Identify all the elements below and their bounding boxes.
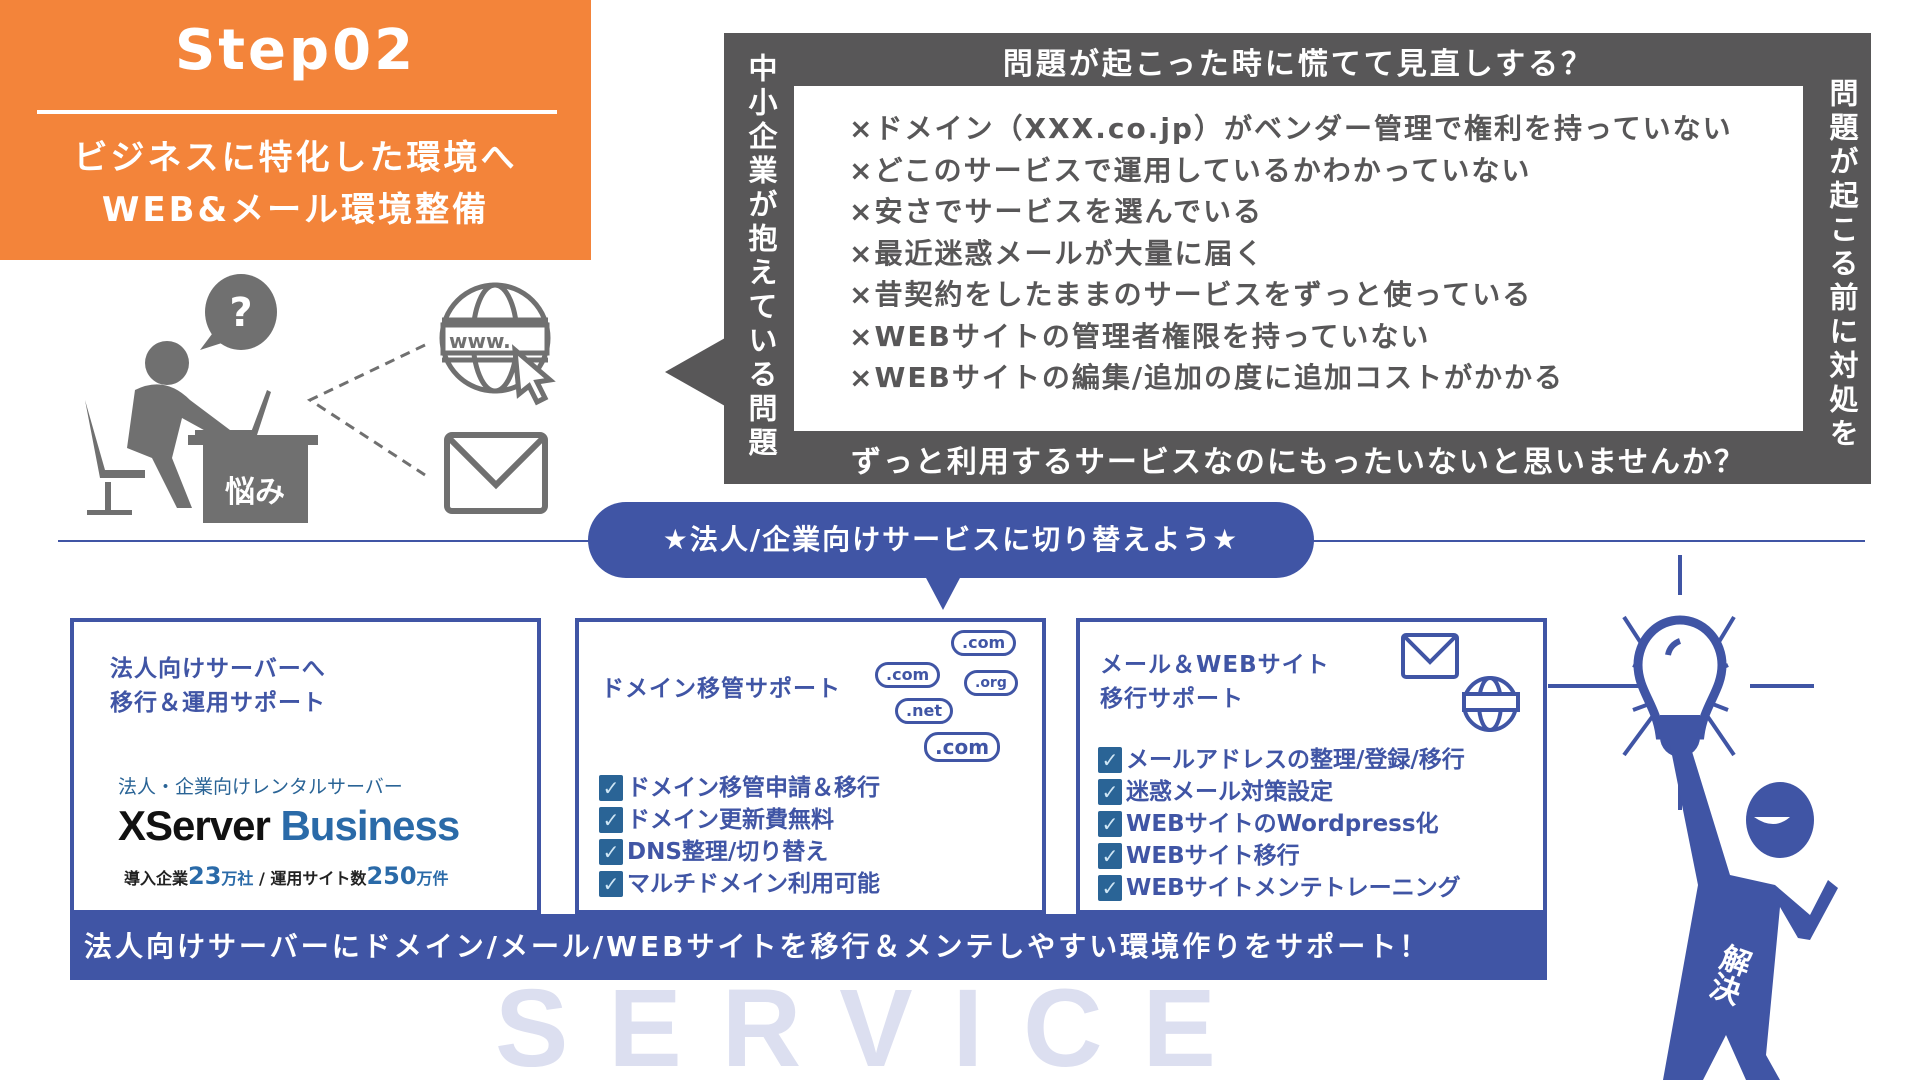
globe-www-icon bbox=[439, 282, 556, 406]
domain-tag: .com bbox=[951, 630, 1017, 656]
stat-unit: 万社 bbox=[221, 869, 254, 888]
list-item: ×WEBサイトの管理者権限を持っていない bbox=[849, 319, 1431, 353]
checklist-text: WEBサイトのWordpress化 bbox=[1126, 811, 1439, 837]
card-title: 法人向けサーバーへ 移行＆運用サポート bbox=[110, 652, 326, 720]
domain-tag: .com bbox=[875, 662, 941, 688]
problems-left-vertical: 中小企業が抱えている問題 bbox=[744, 53, 778, 461]
checkbox-icon: ✓ bbox=[599, 775, 623, 801]
step-subtitle-2: WEB&メール環境整備 bbox=[101, 190, 490, 230]
speech-bubble-icon bbox=[205, 274, 277, 350]
logo-tagline: 法人・企業向けレンタルサーバー bbox=[118, 776, 403, 798]
problems-list: ×ドメイン（XXX.co.jp）がベンダー管理で権利を持っていない ×どこのサー… bbox=[849, 108, 1733, 399]
checklist-text: メールアドレスの整理/登録/移行 bbox=[1126, 747, 1465, 773]
card-title: メール＆WEBサイト 移行サポート bbox=[1100, 648, 1330, 716]
stats-line: 導入企業23万社 / 運用サイト数250万件 bbox=[124, 862, 449, 890]
list-item: ×最近迷惑メールが大量に届く bbox=[849, 236, 1265, 270]
list-item: ×昔契約をしたままのサービスをずっと使っている bbox=[849, 278, 1533, 311]
stat-unit: 万件 bbox=[416, 869, 449, 888]
checkbox-icon: ✓ bbox=[599, 839, 623, 865]
card-title-line: 移行サポート bbox=[1100, 686, 1244, 712]
problems-right-vertical: 問題が起こる前に対処を bbox=[1825, 78, 1859, 452]
callout-pointer bbox=[925, 576, 961, 610]
checklist-text: 迷惑メール対策設定 bbox=[1126, 779, 1333, 805]
list-item: ×WEBサイトの編集/追加の度に追加コストがかかる bbox=[849, 361, 1565, 394]
stat-label: 運用サイト数 bbox=[270, 869, 367, 888]
stat-sites: 250 bbox=[366, 862, 417, 890]
pointer-arrow bbox=[665, 338, 725, 406]
checklist-item: ✓DNS整理/切り替え bbox=[599, 836, 880, 868]
domain-tag: .org bbox=[964, 670, 1018, 696]
problems-panel: 問題が起こった時に慌てて見直しする？ 中小企業が抱えている問題 問題が起こる前に… bbox=[724, 33, 1871, 484]
card-domain-support: ドメイン移管サポート .com .com .org .net .com ✓ドメイ… bbox=[575, 618, 1046, 914]
desk-label: 悩み bbox=[225, 475, 285, 510]
checklist-item: ✓迷惑メール対策設定 bbox=[1098, 776, 1465, 808]
checklist: ✓ドメイン移管申請＆移行 ✓ドメイン更新費無料 ✓DNS整理/切り替え ✓マルチ… bbox=[599, 772, 880, 900]
step-header: Step02 ビジネスに特化した環境へ WEB&メール環境整備 bbox=[0, 0, 591, 260]
divider bbox=[37, 110, 557, 114]
domain-tag: .com bbox=[924, 732, 1001, 762]
list-item: ×ドメイン（XXX.co.jp）がベンダー管理で権利を持っていない bbox=[849, 112, 1733, 145]
card-title-line: 法人向けサーバーへ bbox=[110, 656, 326, 682]
checkbox-icon: ✓ bbox=[599, 871, 623, 897]
problems-bottom-text: ずっと利用するサービスなのにもったいないと思いませんか？ bbox=[850, 445, 1747, 480]
checklist-text: ドメイン移管申請＆移行 bbox=[627, 775, 880, 801]
card-title-line: 移行＆運用サポート bbox=[110, 690, 326, 716]
checklist-item: ✓マルチドメイン利用可能 bbox=[599, 868, 880, 900]
stat-label: 導入企業 bbox=[124, 869, 189, 888]
stat-companies: 23 bbox=[188, 862, 222, 890]
card-title: ドメイン移管サポート bbox=[601, 676, 841, 702]
checkbox-icon: ✓ bbox=[1098, 747, 1122, 773]
www-label: www. bbox=[449, 329, 511, 353]
card-server-support: 法人向けサーバーへ 移行＆運用サポート 法人・企業向けレンタルサーバー XSer… bbox=[70, 618, 541, 914]
checklist-item: ✓メールアドレスの整理/登録/移行 bbox=[1098, 744, 1465, 776]
checkbox-icon: ✓ bbox=[1098, 875, 1122, 901]
step-title: Step02 bbox=[174, 18, 417, 83]
problems-top-text: 問題が起こった時に慌てて見直しする？ bbox=[1002, 47, 1595, 82]
checklist-item: ✓ドメイン更新費無料 bbox=[599, 804, 880, 836]
checklist-item: ✓ドメイン移管申請＆移行 bbox=[599, 772, 880, 804]
domain-tag: .net bbox=[895, 698, 953, 724]
service-watermark: SERVICE bbox=[495, 967, 1256, 1090]
question-mark-icon: ? bbox=[229, 290, 252, 336]
checkbox-icon: ✓ bbox=[599, 807, 623, 833]
step-subtitle-1: ビジネスに特化した環境へ bbox=[73, 138, 518, 178]
summary-banner: 法人向けサーバーにドメイン/メール/WEBサイトを移行＆メンテしやすい環境作りを… bbox=[70, 914, 1547, 980]
logo-xserver: XServer bbox=[118, 802, 271, 849]
checklist-text: WEBサイトメンテトレーニング bbox=[1126, 875, 1461, 901]
checklist-item: ✓WEBサイトメンテトレーニング bbox=[1098, 872, 1465, 904]
checklist: ✓メールアドレスの整理/登録/移行 ✓迷惑メール対策設定 ✓WEBサイトのWor… bbox=[1098, 744, 1465, 904]
problems-list-box: ×ドメイン（XXX.co.jp）がベンダー管理で権利を持っていない ×どこのサー… bbox=[794, 86, 1803, 431]
checklist-text: ドメイン更新費無料 bbox=[627, 807, 834, 833]
checkbox-icon: ✓ bbox=[1098, 779, 1122, 805]
checkbox-icon: ✓ bbox=[1098, 843, 1122, 869]
checklist-item: ✓WEBサイト移行 bbox=[1098, 840, 1465, 872]
stat-separator: / bbox=[253, 869, 271, 888]
card-title-line: メール＆WEBサイト bbox=[1100, 652, 1330, 678]
solution-person-illustration: 解決 bbox=[1548, 555, 1838, 1080]
card-mail-web-support: メール＆WEBサイト 移行サポート ✓メールアドレスの整理/登録/移行 ✓迷惑メ… bbox=[1076, 618, 1547, 914]
xserver-business-logo: XServer Business bbox=[118, 802, 460, 850]
lightbulb-icon bbox=[1633, 615, 1727, 757]
checklist-text: マルチドメイン利用可能 bbox=[627, 871, 880, 897]
checklist-text: DNS整理/切り替え bbox=[627, 839, 829, 865]
list-item: ×どこのサービスで運用しているかわかっていない bbox=[849, 153, 1532, 187]
checklist-item: ✓WEBサイトのWordpress化 bbox=[1098, 808, 1465, 840]
worried-person-illustration: ? 悩み www. bbox=[85, 274, 556, 523]
checkbox-icon: ✓ bbox=[1098, 811, 1122, 837]
callout-pill: ★法人/企業向けサービスに切り替えよう★ bbox=[588, 502, 1314, 578]
checklist-text: WEBサイト移行 bbox=[1126, 843, 1300, 869]
mail-icon bbox=[444, 432, 548, 514]
mail-globe-icon bbox=[1401, 633, 1520, 732]
list-item: ×安さでサービスを選んでいる bbox=[849, 195, 1264, 228]
logo-business: Business bbox=[280, 802, 460, 849]
